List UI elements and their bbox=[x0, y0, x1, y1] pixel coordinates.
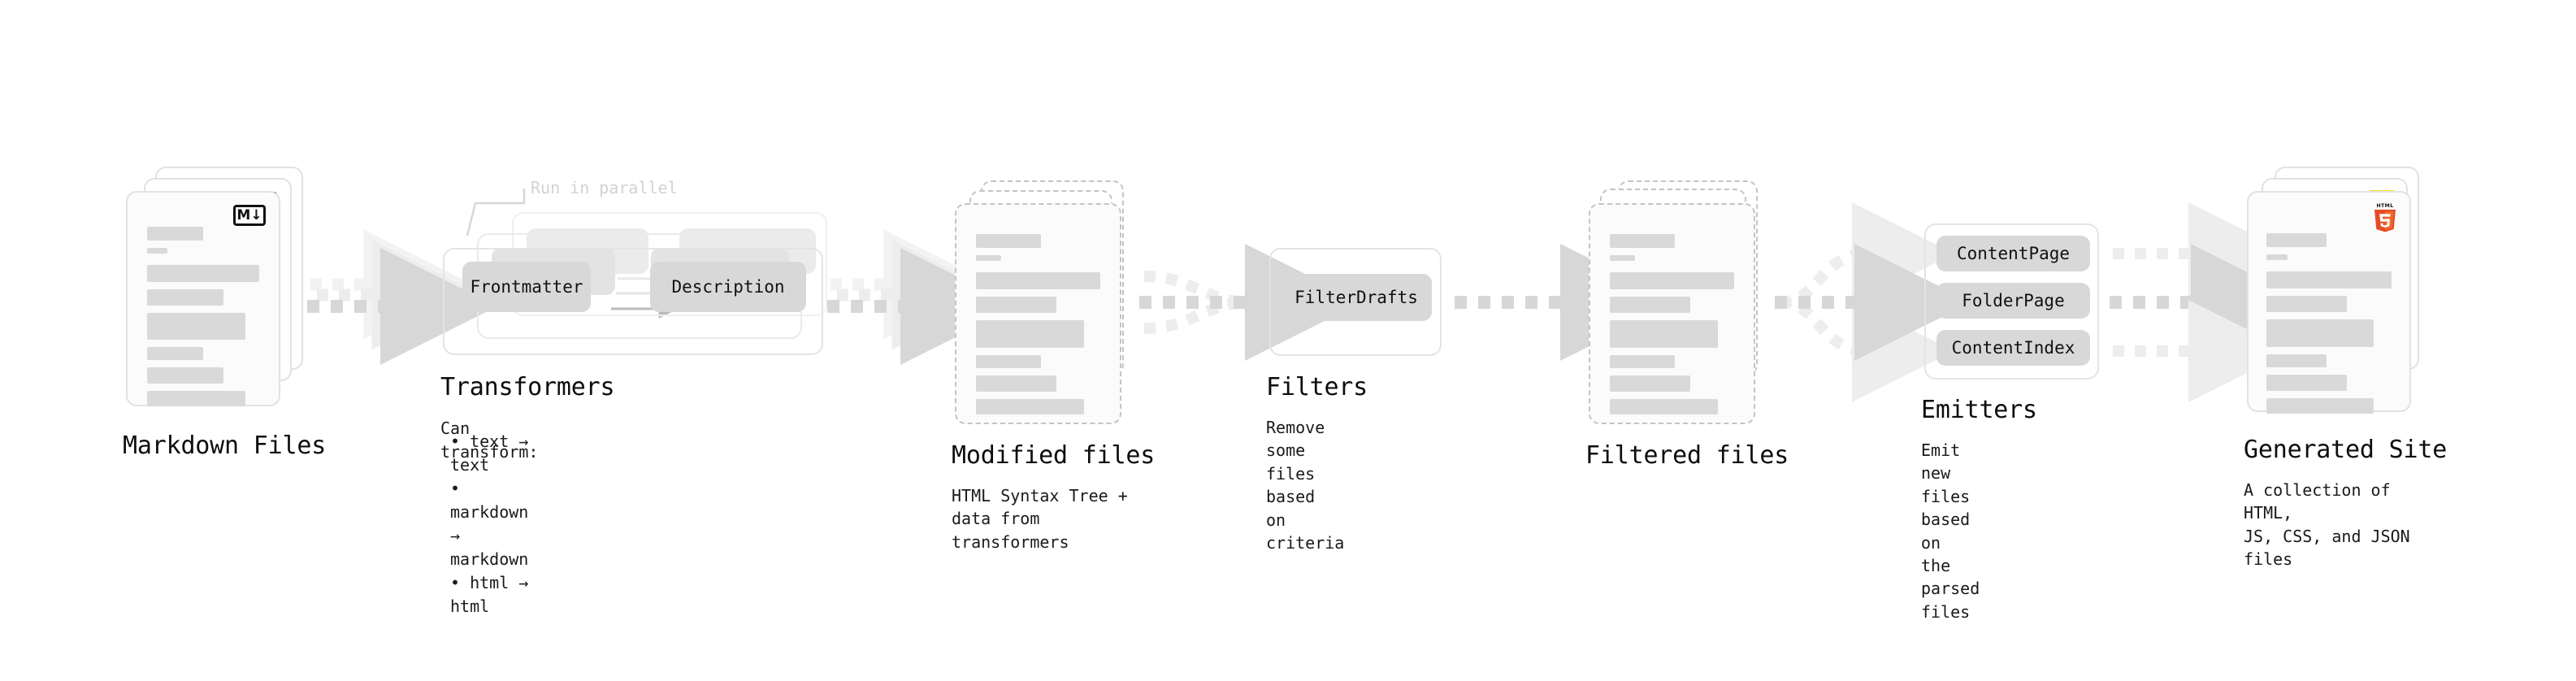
skeleton-line bbox=[147, 347, 203, 360]
markdown-doc-stack: M↓ M↓ M↓ bbox=[126, 167, 313, 419]
modified-doc-stack bbox=[955, 180, 1142, 424]
emitters-title: Emitters bbox=[1921, 396, 2037, 424]
skeleton-line bbox=[147, 391, 246, 406]
filtered-doc-stack bbox=[1589, 180, 1776, 424]
modified-files-desc: HTML Syntax Tree + data from transformer… bbox=[952, 486, 1128, 552]
run-in-parallel-label: Run in parallel bbox=[531, 178, 678, 197]
markdown-card-front[interactable]: M↓ bbox=[126, 191, 280, 406]
stage-generated-site: CSS HTML bbox=[2244, 167, 2447, 569]
skeleton-line bbox=[1610, 320, 1719, 348]
filter-chip-filterdrafts[interactable]: FilterDrafts bbox=[1281, 274, 1432, 321]
transformer-chip-description[interactable]: Description bbox=[650, 262, 806, 312]
generated-site-desc: A collection of HTML, JS, CSS, and JSON … bbox=[2244, 480, 2410, 570]
skeleton-line bbox=[147, 227, 203, 241]
stage-markdown-files: M↓ M↓ M↓ Markdown Files bbox=[123, 167, 326, 459]
skeleton-line bbox=[976, 255, 1001, 261]
skeleton-line bbox=[1610, 255, 1635, 261]
skeleton-line bbox=[976, 399, 1085, 414]
skeleton-line bbox=[2266, 233, 2327, 247]
html5-icon: HTML bbox=[2372, 202, 2398, 236]
emitter-chip-contentpage[interactable]: ContentPage bbox=[1936, 236, 2090, 271]
skeleton-line bbox=[976, 320, 1085, 348]
modified-card-front[interactable] bbox=[955, 203, 1121, 424]
modified-files-title: Modified files bbox=[952, 441, 1156, 470]
skeleton-line bbox=[147, 265, 259, 282]
skeleton-line bbox=[147, 367, 223, 384]
filtered-skeleton-lines bbox=[1610, 234, 1734, 422]
skeleton-line bbox=[1610, 375, 1691, 392]
generated-site-title: Generated Site bbox=[2244, 436, 2448, 464]
html5-icon-word: HTML bbox=[2376, 203, 2393, 209]
transformer-chip-frontmatter[interactable]: Frontmatter bbox=[462, 262, 591, 312]
skeleton-line bbox=[1610, 272, 1734, 289]
skeleton-line bbox=[2266, 296, 2347, 312]
arrow-transformers-to-modified bbox=[827, 229, 1017, 365]
skeleton-line bbox=[2266, 375, 2347, 391]
emitters-desc: Emit new files based on the parsed files bbox=[1921, 440, 1980, 622]
skeleton-line bbox=[1610, 234, 1675, 248]
skeleton-line bbox=[1610, 297, 1691, 313]
skeleton-line bbox=[2266, 354, 2327, 367]
skeleton-line bbox=[976, 355, 1041, 368]
html5-icon-glyph: HTML bbox=[2374, 203, 2396, 232]
stage-modified-files: Modified files HTML Syntax Tree + data f… bbox=[952, 180, 1155, 552]
emitter-chip-contentindex[interactable]: ContentIndex bbox=[1936, 330, 2090, 366]
transform-bullet-html: html → html bbox=[450, 571, 528, 618]
skeleton-line bbox=[2266, 254, 2288, 260]
markdown-icon: M↓ bbox=[233, 205, 266, 226]
skeleton-line bbox=[976, 234, 1041, 248]
skeleton-line bbox=[2266, 271, 2392, 288]
transformer-panel-front[interactable]: Frontmatter Description bbox=[443, 248, 823, 355]
filtered-files-title: Filtered files bbox=[1585, 441, 1789, 470]
transform-bullet-text: text → text bbox=[450, 430, 528, 477]
skeleton-line bbox=[976, 297, 1057, 313]
generated-card-front[interactable]: HTML bbox=[2247, 191, 2411, 414]
skeleton-line bbox=[147, 289, 223, 306]
arrow-modified-to-filters bbox=[1139, 244, 1362, 361]
skeleton-line bbox=[2266, 398, 2374, 414]
arrow-filtered-to-emitters bbox=[1775, 202, 1971, 402]
skeleton-line bbox=[1610, 399, 1719, 414]
transform-bullet-markdown: markdown → markdown bbox=[450, 477, 528, 571]
filters-title: Filters bbox=[1266, 373, 1368, 401]
skeleton-line bbox=[976, 272, 1100, 289]
filtered-card-front[interactable] bbox=[1589, 203, 1755, 424]
skeleton-line bbox=[976, 375, 1057, 392]
modified-skeleton-lines bbox=[976, 234, 1100, 422]
skeleton-line bbox=[1610, 355, 1675, 368]
stage-filtered-files: Filtered files bbox=[1585, 180, 1789, 469]
markdown-files-title: Markdown Files bbox=[123, 432, 327, 460]
filters-panel[interactable]: FilterDrafts bbox=[1269, 248, 1442, 356]
transformers-bullet-list: text → text markdown → markdown html → h… bbox=[450, 430, 528, 618]
skeleton-line bbox=[2266, 319, 2374, 347]
markdown-skeleton-lines bbox=[147, 227, 259, 414]
skeleton-line bbox=[147, 313, 246, 340]
generated-doc-stack: CSS HTML bbox=[2247, 167, 2442, 419]
emitter-chip-folderpage[interactable]: FolderPage bbox=[1936, 283, 2090, 319]
arrow-emitters-to-generated bbox=[2110, 202, 2308, 402]
emitters-panel[interactable]: ContentPage FolderPage ContentIndex bbox=[1924, 223, 2099, 380]
filters-desc: Remove some files based on criteria bbox=[1266, 418, 1345, 553]
generated-skeleton-lines bbox=[2266, 233, 2392, 421]
arrow-markdown-to-transformers bbox=[307, 229, 497, 365]
skeleton-line bbox=[147, 248, 167, 254]
transformers-title: Transformers bbox=[440, 373, 615, 401]
